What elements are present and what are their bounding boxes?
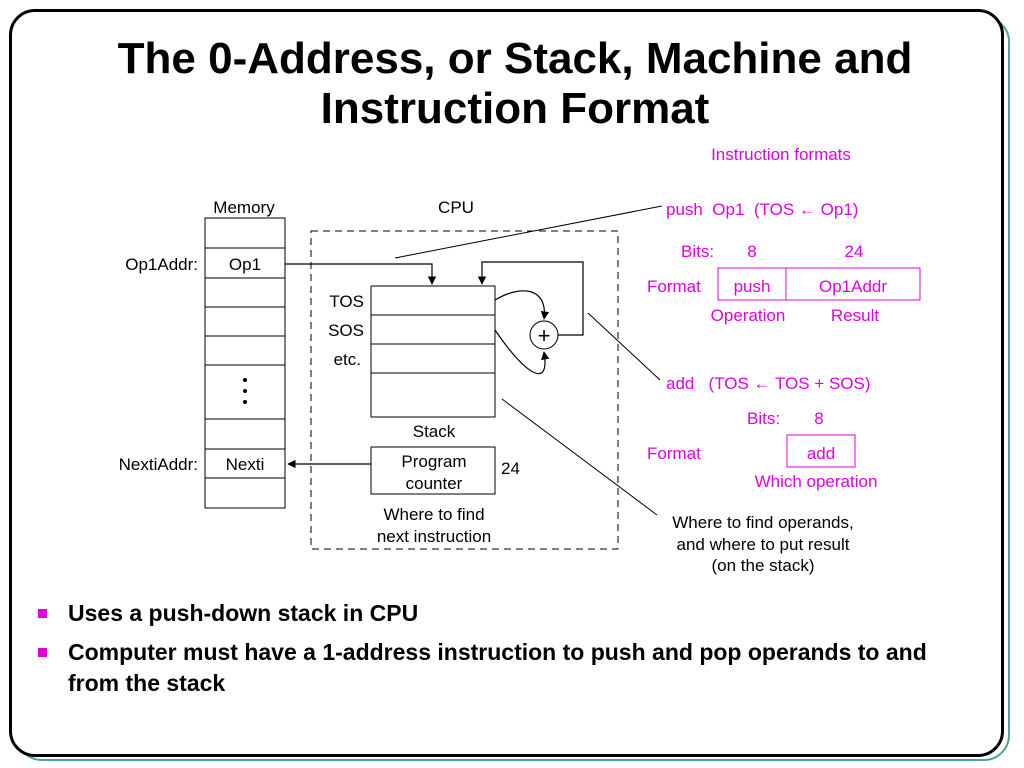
where-operands-line3: (on the stack) xyxy=(712,556,815,575)
push-format-label: Format xyxy=(647,277,701,296)
stack-registers xyxy=(370,285,496,418)
instruction-formats: Instruction formats push Op1 (TOS ← Op1)… xyxy=(647,145,921,491)
bullet-item: Uses a push-down stack in CPU xyxy=(38,598,958,629)
title-line-1: The 0-Address, or Stack, Machine and xyxy=(117,34,913,83)
ellipsis-dot xyxy=(243,400,247,404)
bullet-marker-icon xyxy=(38,648,47,657)
stack-label: Stack xyxy=(413,422,456,441)
add-format-label: Format xyxy=(647,444,701,463)
memory-column xyxy=(204,217,286,509)
push-address-field-text: Op1Addr xyxy=(819,277,887,296)
bullet-list: Uses a push-down stack in CPU Computer m… xyxy=(38,598,958,707)
where-operands-line1: Where to find operands, xyxy=(672,513,853,532)
push-opcode-field-text: push xyxy=(734,277,771,296)
where-next-line2: next instruction xyxy=(377,527,491,546)
data-flow-arrows xyxy=(285,261,584,469)
bullet-text: Computer must have a 1-address instructi… xyxy=(68,639,927,696)
callout-lines xyxy=(394,205,663,516)
ellipsis-dot xyxy=(243,378,247,382)
adder-plus-symbol: + xyxy=(538,323,551,348)
ellipsis-dot xyxy=(243,389,247,393)
program-counter-box xyxy=(370,446,496,495)
tos-label: TOS xyxy=(329,292,364,311)
bullet-item: Computer must have a 1-address instructi… xyxy=(38,637,958,699)
memory-ellipsis xyxy=(243,378,247,404)
op1-memory-cell: Op1 xyxy=(229,255,261,274)
memory-column-outline xyxy=(204,217,286,509)
operands-callout-line xyxy=(501,398,658,516)
slide-title: The 0-Address, or Stack, Machine and Ins… xyxy=(60,34,970,134)
sos-label: SOS xyxy=(328,321,364,340)
program-counter-label-line2: counter xyxy=(406,474,463,493)
bullet-text: Uses a push-down stack in CPU xyxy=(68,600,419,626)
add-bits-label: Bits: xyxy=(747,409,780,428)
add-which-operation-caption: Which operation xyxy=(755,472,878,491)
program-counter-bits: 24 xyxy=(501,459,520,478)
push-operation-caption: Operation xyxy=(711,306,786,325)
push-op1-to-tos-arrow xyxy=(285,263,437,285)
add-instruction: add (TOS ← TOS + SOS) xyxy=(666,374,871,393)
etc-label: etc. xyxy=(334,350,361,369)
push-callout-line xyxy=(394,205,663,259)
memory-label: Memory xyxy=(213,198,275,217)
push-instruction: push Op1 (TOS ← Op1) xyxy=(666,200,858,219)
push-bits-addr: 24 xyxy=(845,242,864,261)
nexti-memory-cell: Nexti xyxy=(226,455,265,474)
where-operands-line2: and where to put result xyxy=(677,535,850,554)
formats-heading: Instruction formats xyxy=(711,145,851,164)
add-callout-line xyxy=(587,312,661,381)
tos-to-adder-arrow xyxy=(494,290,550,320)
where-next-line1: Where to find xyxy=(383,505,484,524)
push-bits-label: Bits: xyxy=(681,242,714,261)
cpu-boundary xyxy=(310,230,619,550)
add-opcode-field xyxy=(786,434,856,468)
title-line-2: Instruction Format xyxy=(320,84,710,133)
push-bits-op: 8 xyxy=(747,242,756,261)
program-counter-label-line1: Program xyxy=(401,452,466,471)
stack-outline xyxy=(370,285,496,418)
push-address-field xyxy=(785,267,921,301)
push-result-caption: Result xyxy=(831,306,879,325)
op1addr-label: Op1Addr: xyxy=(125,255,198,274)
adder-result-to-tos-arrow xyxy=(477,261,584,336)
cpu-label: CPU xyxy=(438,198,474,217)
slide-frame xyxy=(9,9,1004,757)
nextiaddr-label: NextiAddr: xyxy=(119,455,198,474)
bullet-marker-icon xyxy=(38,609,47,618)
sos-to-adder-arrow xyxy=(494,329,550,375)
add-bits-op: 8 xyxy=(814,409,823,428)
add-opcode-field-text: add xyxy=(807,444,835,463)
